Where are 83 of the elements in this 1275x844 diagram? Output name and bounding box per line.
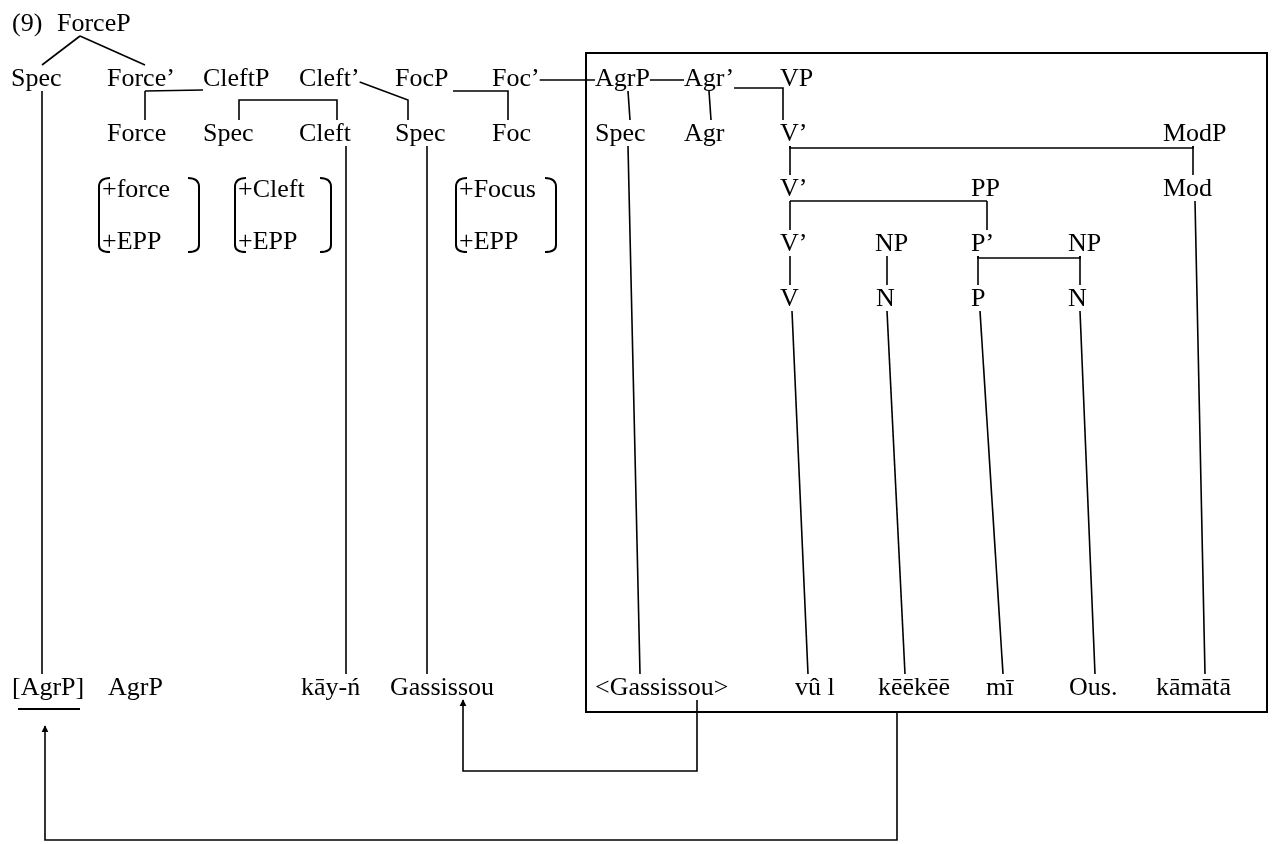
tree-label: V xyxy=(780,285,799,311)
leaf-word: Gassissou xyxy=(390,674,494,700)
tree-label: NP xyxy=(1068,230,1102,256)
tree-branch xyxy=(789,145,1194,149)
leaf-word: mī xyxy=(986,674,1014,700)
tree-label: PP xyxy=(971,175,1000,201)
tree-branch xyxy=(345,145,347,675)
tree-label: VP xyxy=(780,65,814,91)
feature-matrix xyxy=(96,175,202,255)
tree-branch xyxy=(1192,145,1194,176)
tree-label: NP xyxy=(875,230,909,256)
tree-branch xyxy=(452,90,509,121)
tree-branch xyxy=(708,90,712,121)
feature-value: +EPP xyxy=(102,228,163,254)
movement-arrow xyxy=(459,699,698,772)
tree-branch xyxy=(789,200,791,231)
leaf-word: AgrP xyxy=(108,674,163,700)
leaf-word: vû l xyxy=(795,674,835,700)
tree-branch xyxy=(791,310,809,675)
leaf-word: Ous. xyxy=(1069,674,1118,700)
tree-branch xyxy=(627,90,631,121)
tree-branch xyxy=(886,310,906,675)
tree-label: ModP xyxy=(1163,120,1227,146)
tree-label: ForceP xyxy=(57,10,131,36)
example-number: (9) xyxy=(12,10,43,36)
feature-value: +Cleft xyxy=(238,176,306,202)
tree-label: FocP xyxy=(395,65,449,91)
tree-branch xyxy=(358,81,409,121)
tree-branch xyxy=(789,255,791,286)
tree-branch xyxy=(79,35,146,66)
tree-branch xyxy=(977,255,1081,259)
tree-label: Agr’ xyxy=(684,65,735,91)
feature-value: +EPP xyxy=(238,228,299,254)
leaf-word: [AgrP] xyxy=(12,674,85,700)
tree-label: V’ xyxy=(780,230,808,256)
tree-branch xyxy=(144,89,204,92)
tree-label: Mod xyxy=(1163,175,1213,201)
tree-label: Foc xyxy=(492,120,531,146)
tree-label: Force’ xyxy=(107,65,175,91)
tree-branch xyxy=(238,99,338,121)
tree-branch xyxy=(41,35,81,66)
feature-matrix xyxy=(453,175,559,255)
tree-branch xyxy=(733,87,784,121)
tree-branch xyxy=(538,79,596,81)
tree-branch xyxy=(627,145,641,675)
tree-branch xyxy=(1079,255,1081,286)
leaf-word: <Gassissou> xyxy=(595,674,729,700)
tree-label: Agr xyxy=(684,120,725,146)
tree-label: V’ xyxy=(780,120,808,146)
tree-label: Foc’ xyxy=(492,65,540,91)
movement-arrow xyxy=(41,712,898,841)
tree-branch xyxy=(886,255,888,286)
tree-label: V’ xyxy=(780,175,808,201)
feature-value: +force xyxy=(102,176,172,202)
tree-label: P xyxy=(971,285,986,311)
tree-label: Spec xyxy=(595,120,646,146)
tree-label: Spec xyxy=(203,120,254,146)
enclosing-frame xyxy=(585,52,1268,713)
tree-label: Cleft xyxy=(299,120,351,146)
tree-branch xyxy=(426,145,428,675)
tree-branch xyxy=(986,200,988,231)
tree-label: Cleft’ xyxy=(299,65,360,91)
tree-branch xyxy=(144,90,146,121)
leaf-word: kāy-ń xyxy=(301,674,361,700)
tree-label: CleftP xyxy=(203,65,270,91)
tree-branch xyxy=(979,310,1004,675)
tree-label: Force xyxy=(107,120,167,146)
tree-branch xyxy=(789,200,988,202)
feature-value: +EPP xyxy=(459,228,520,254)
tree-branch xyxy=(1194,200,1206,675)
tree-label: AgrP xyxy=(595,65,650,91)
tree-label: Spec xyxy=(395,120,446,146)
tree-label: Spec xyxy=(11,65,62,91)
tree-branch xyxy=(1079,310,1096,675)
tree-branch xyxy=(649,79,685,81)
tree-label: P’ xyxy=(971,230,995,256)
leaf-word: kāmātā xyxy=(1156,674,1232,700)
leaf-word: kēēkēē xyxy=(878,674,951,700)
tree-branch xyxy=(41,90,43,675)
tree-label: N xyxy=(876,285,895,311)
feature-matrix xyxy=(232,175,334,255)
feature-value: +Focus xyxy=(459,176,537,202)
tree-label: N xyxy=(1068,285,1087,311)
